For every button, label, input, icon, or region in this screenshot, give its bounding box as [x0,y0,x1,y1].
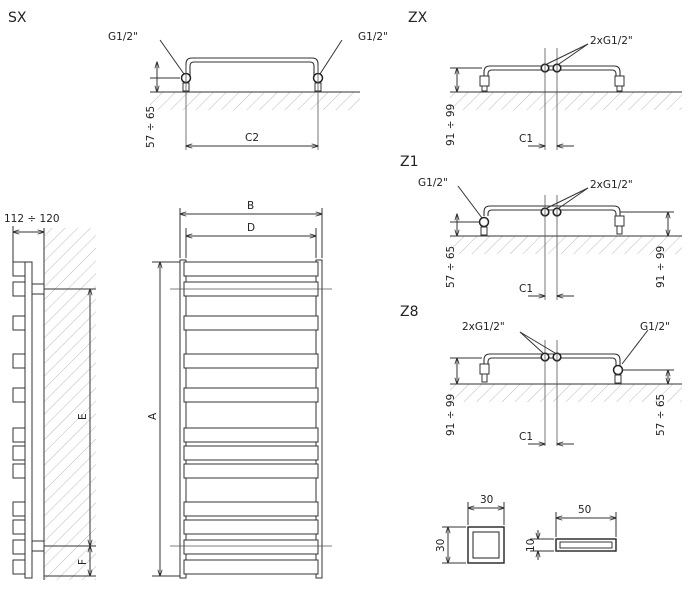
radiator-bar [183,445,319,461]
front-d-label: D [247,222,255,234]
zx-title: ZX [408,10,428,26]
sx-floor-hatch [150,92,360,110]
radiator-bar [183,559,319,575]
bracket-top [31,283,45,295]
profile-flat: 50 10 [525,504,617,560]
profile-square-width: 30 [480,494,493,506]
sx-height-label: 57 ÷ 65 [145,106,157,148]
side-bar [12,387,26,403]
z1-c1-label: C1 [519,283,533,295]
z1-conn-right: 2xG1/2" [590,179,633,191]
side-bar [12,501,26,517]
bracket-bottom [31,540,45,552]
side-e-label: E [77,413,89,420]
z1-conn-left: G1/2" [418,177,448,189]
radiator-bar [183,315,319,331]
side-bar [12,353,26,369]
sx-title: SX [8,10,27,26]
zx-view: ZX 2xG1/2" 91 ÷ 99 C1 [408,10,682,150]
front-left-post [179,259,187,579]
front-b-label: B [247,200,254,212]
radiator-bar [183,463,319,479]
profile-flat-width: 50 [578,504,591,516]
z8-height-left: 91 ÷ 99 [445,394,457,436]
z1-valve-left [478,216,490,228]
side-bar [12,427,26,443]
zx-height-label: 91 ÷ 99 [445,104,457,146]
sx-pipe [185,57,319,76]
side-bar [12,519,26,535]
z8-title: Z8 [400,304,419,320]
z8-floor-hatch [450,384,682,402]
side-bar [12,445,26,461]
radiator-bar [183,519,319,535]
z8-conn-right: G1/2" [640,321,670,333]
side-bar [12,463,26,479]
z8-c1-label: C1 [519,431,533,443]
side-bar [12,261,26,277]
radiator-bar [183,539,319,555]
profile-square-height: 30 [435,539,447,552]
side-bar [12,281,26,297]
front-right-post [315,259,323,579]
radiator-bar [183,353,319,369]
z1-pipe [483,205,621,222]
zx-floor-hatch [450,92,682,110]
z8-height-right: 57 ÷ 65 [655,394,667,436]
z1-height-left: 57 ÷ 65 [445,246,457,288]
front-bars [183,261,319,575]
side-frame [24,261,33,579]
side-f-label: F [77,559,89,565]
zx-pipe [483,65,621,80]
side-bar [12,315,26,331]
radiator-bar [183,261,319,277]
z8-valve-right [612,364,624,376]
side-wall-distance: 112 ÷ 120 [4,213,60,225]
sx-conn-left: G1/2" [108,31,138,43]
z1-height-right: 91 ÷ 99 [655,246,667,288]
profile-square: 30 30 [435,494,505,564]
z8-pipe [483,353,621,368]
front-a-label: A [147,412,159,420]
side-bars [12,261,26,575]
z1-title: Z1 [400,154,419,170]
z1-view: Z1 G1/2" 2xG1/2" 57 ÷ 65 91 ÷ 99 C1 [400,154,682,300]
profile-flat-height: 10 [525,539,537,552]
radiator-bar [183,387,319,403]
side-bar [12,559,26,575]
z8-view: Z8 2xG1/2" G1/2" 91 ÷ 99 57 ÷ 65 C1 [400,304,682,446]
zx-conn-label: 2xG1/2" [590,35,633,47]
sx-c2-label: C2 [245,132,259,144]
sx-conn-right: G1/2" [358,31,388,43]
wall-hatch [44,228,96,580]
side-view: 112 ÷ 120 E F [4,213,96,580]
sx-view: SX G1/2" G1/2" 57 ÷ 65 C2 [8,10,388,150]
radiator-bar [183,501,319,517]
side-bar [12,539,26,555]
radiator-bar [183,427,319,443]
z8-conn-left: 2xG1/2" [462,321,505,333]
z1-floor-hatch [450,236,682,254]
front-view: B D A [147,200,332,579]
zx-c1-label: C1 [519,133,533,145]
